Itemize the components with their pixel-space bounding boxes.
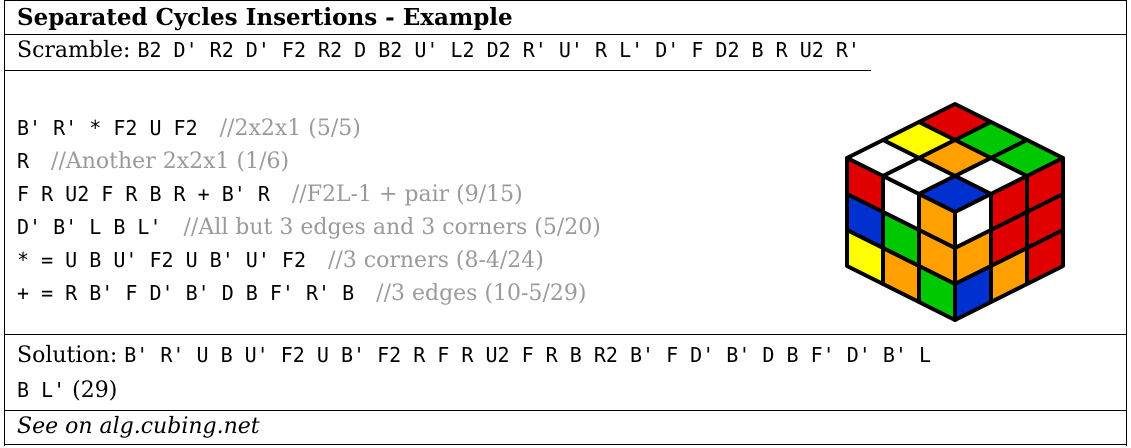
solution-label: Solution: <box>17 343 118 368</box>
scramble-moves: B2 D' R2 D' F2 R2 D B2 U' L2 D2 R' U' R … <box>137 38 860 62</box>
step-comment: //Another 2x2x1 (1/6) <box>51 149 290 174</box>
solution-moves-cont: B L' <box>17 378 66 402</box>
example-title: Separated Cycles Insertions - Example <box>17 4 513 31</box>
right-face-sticker <box>1025 228 1065 286</box>
step-comment: //3 edges (10-5/29) <box>376 281 587 306</box>
scramble-label: Scramble: <box>17 38 131 63</box>
step-moves: R <box>17 149 30 173</box>
step-line: F R U2 F R B R + B' R //F2L-1 + pair (9/1… <box>17 178 601 211</box>
step-comment: //F2L-1 + pair (9/15) <box>291 182 523 207</box>
step-moves: * = U B U' F2 U B' U' F2 <box>17 248 306 272</box>
step-moves: B' R' * F2 U F2 <box>17 116 198 140</box>
top-rule <box>5 0 1126 1</box>
alg-cubing-link[interactable]: See on alg.cubing.net <box>17 414 260 439</box>
step-line: * = U B U' F2 U B' U' F2 //3 corners (8-4… <box>17 244 601 277</box>
rubiks-cube-icon <box>845 102 1065 322</box>
link-divider <box>5 410 1126 411</box>
move-count: (29) <box>72 378 118 403</box>
step-line: D' B' L B L' //All but 3 edges and 3 corn… <box>17 211 601 244</box>
solution-line-1: Solution: B' R' U B U' F2 U B' F2 R F R … <box>17 338 1114 373</box>
step-line: R //Another 2x2x1 (1/6) <box>17 145 601 178</box>
step-comment: //3 corners (8-4/24) <box>327 248 544 273</box>
solution-block: Solution: B' R' U B U' F2 U B' F2 R F R … <box>17 338 1114 408</box>
scramble-divider <box>5 70 871 71</box>
solution-line-2: B L' (29) <box>17 373 1114 408</box>
solution-divider <box>5 334 1126 335</box>
title-divider <box>5 34 1126 35</box>
step-comment: //All but 3 edges and 3 corners (5/20) <box>183 215 601 240</box>
step-moves: + = R B' F D' B' D B F' R' B <box>17 281 355 305</box>
step-moves: D' B' L B L' <box>17 215 162 239</box>
solution-moves: B' R' U B U' F2 U B' F2 R F R U2 F R B R… <box>124 343 931 367</box>
bottom-rule <box>5 444 1126 445</box>
scramble-line: Scramble: B2 D' R2 D' F2 R2 D B2 U' L2 D… <box>17 38 1126 63</box>
example-panel: Separated Cycles Insertions - Example Sc… <box>4 0 1127 446</box>
step-line: B' R' * F2 U F2 //2x2x1 (5/5) <box>17 112 601 145</box>
step-line: + = R B' F D' B' D B F' R' B //3 edges (1… <box>17 277 601 310</box>
step-comment: //2x2x1 (5/5) <box>219 116 361 141</box>
step-moves: F R U2 F R B R + B' R <box>17 182 270 206</box>
step-list: B' R' * F2 U F2 //2x2x1 (5/5) R //Another … <box>17 112 601 310</box>
